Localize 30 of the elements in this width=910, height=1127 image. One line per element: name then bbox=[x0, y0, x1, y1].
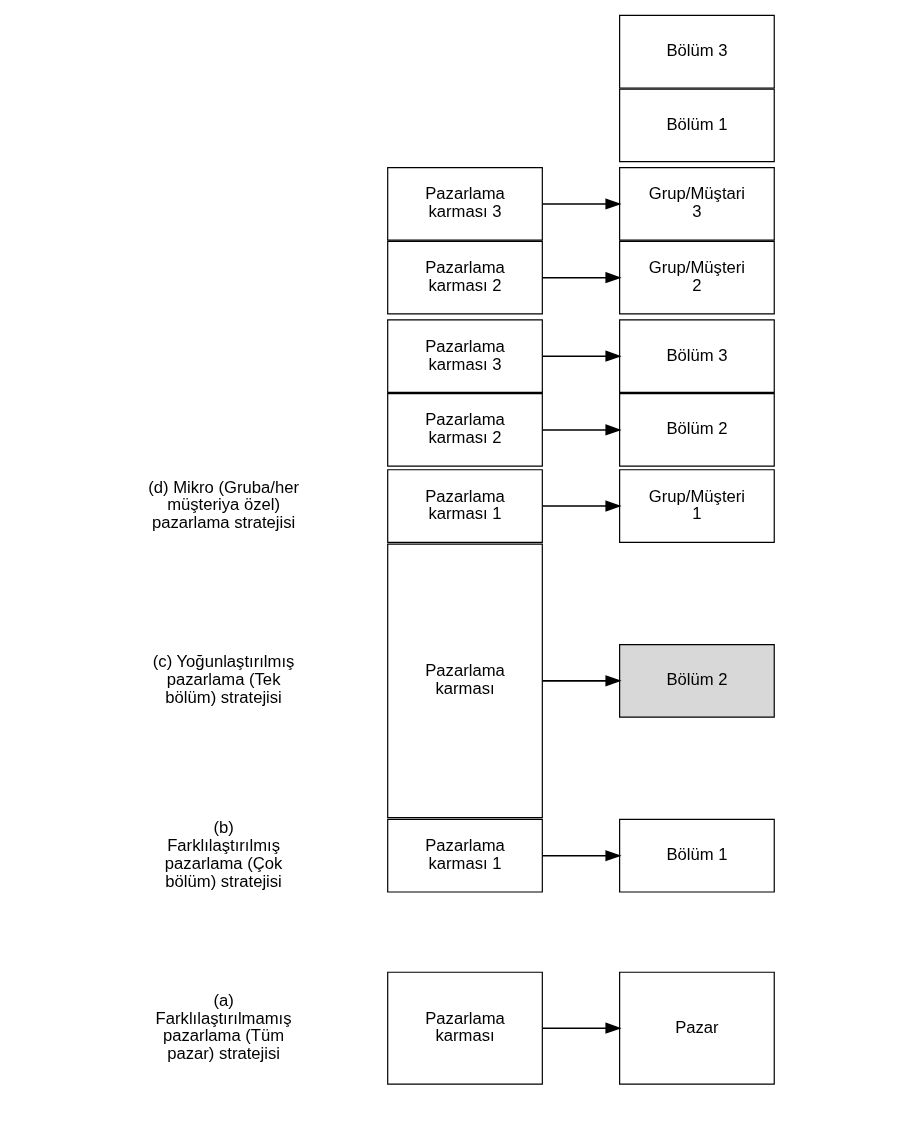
node-box: Grup/Müşteri 2 bbox=[618, 240, 775, 315]
arrow bbox=[541, 272, 622, 284]
node-box: Grup/Müştari 3 bbox=[618, 167, 775, 241]
node-box: Pazarlama karması 2 bbox=[386, 393, 543, 467]
node-box: Pazarlama karması 1 bbox=[386, 818, 543, 893]
arrow bbox=[541, 1022, 622, 1034]
node-box: Pazarlama karması bbox=[386, 543, 543, 819]
label: (d) Mikro (Gruba/her müşteriya özel) pazarlama stratejisi bbox=[147, 477, 299, 533]
node-box: Bölüm 2 bbox=[618, 644, 775, 718]
node-box: Grup/Müşteri 1 bbox=[618, 469, 775, 543]
node-box: Bölüm 3 bbox=[618, 319, 775, 394]
label: (a) Farklılaştırılmamış pazarlama (Tüm pazar) stratejisi bbox=[155, 990, 292, 1064]
arrow bbox=[541, 424, 622, 436]
node-box: Pazarlama karması 3 bbox=[386, 319, 543, 394]
node-box: Pazar bbox=[618, 971, 775, 1085]
arrow bbox=[541, 500, 622, 512]
node-box: Bölüm 3 bbox=[618, 14, 775, 89]
arrow bbox=[541, 850, 622, 862]
node-box: Pazarlama karması 1 bbox=[386, 469, 543, 543]
node-box: Pazarlama karması 2 bbox=[386, 240, 543, 315]
node-box: Bölüm 2 bbox=[618, 393, 775, 467]
node-box: Pazarlama karması 3 bbox=[386, 167, 543, 241]
arrow bbox=[541, 198, 622, 210]
arrow bbox=[541, 350, 622, 362]
node-box: Bölüm 1 bbox=[618, 88, 775, 163]
label: (b) Farklılaştırılmış pazarlama (Çok bölüm) stratejisi bbox=[164, 818, 282, 891]
label: (c) Yoğunlaştırılmış pazarlama (Tek bölüm) stratejisi bbox=[152, 652, 294, 708]
arrow bbox=[541, 675, 622, 687]
node-box: Pazarlama karması bbox=[386, 971, 543, 1085]
node-box: Bölüm 1 bbox=[618, 818, 775, 893]
